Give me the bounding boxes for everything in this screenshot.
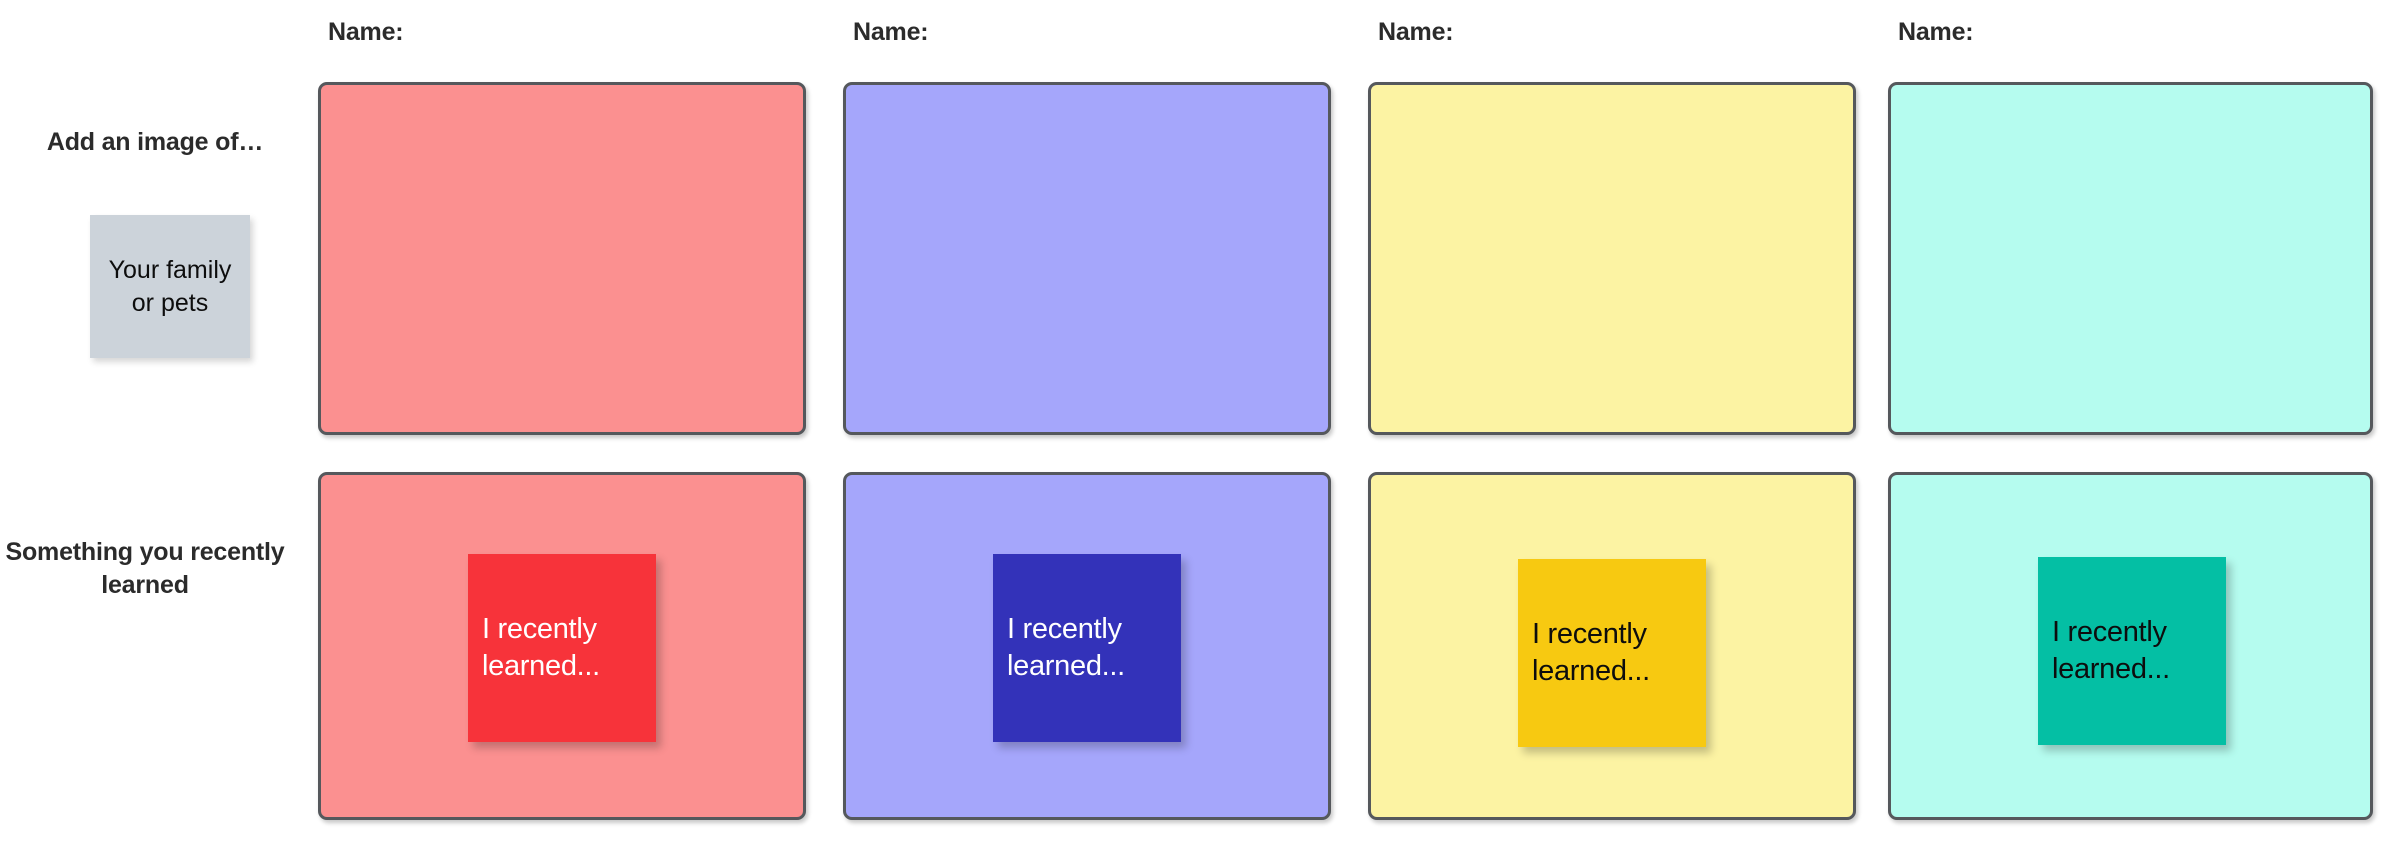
- note-panel-row2-col2[interactable]: I recently learned...: [843, 472, 1331, 820]
- column-header-name-4[interactable]: Name:: [1898, 18, 1974, 46]
- column-header-name-2[interactable]: Name:: [853, 18, 929, 46]
- column-header-name-1[interactable]: Name:: [328, 18, 404, 46]
- note-panel-row2-col3[interactable]: I recently learned...: [1368, 472, 1856, 820]
- image-panel-row1-col2[interactable]: [843, 82, 1331, 435]
- sticky-note-row2-col4[interactable]: I recently learned...: [2038, 557, 2226, 745]
- note-panel-row2-col4[interactable]: I recently learned...: [1888, 472, 2373, 820]
- sticky-note-row2-col3[interactable]: I recently learned...: [1518, 559, 1706, 747]
- row-label-something-you-recently-learned: Something you recently learned: [5, 538, 285, 599]
- image-panel-row1-col4[interactable]: [1888, 82, 2373, 435]
- image-panel-row1-col1[interactable]: [318, 82, 806, 435]
- image-panel-row1-col3[interactable]: [1368, 82, 1856, 435]
- sticky-note-row2-col1[interactable]: I recently learned...: [468, 554, 656, 742]
- column-header-name-3[interactable]: Name:: [1378, 18, 1454, 46]
- note-panel-row2-col1[interactable]: I recently learned...: [318, 472, 806, 820]
- row-label-add-an-image-of: Add an image of…: [46, 128, 264, 156]
- hint-sticky-note-your-family-or-pets[interactable]: Your family or pets: [90, 215, 250, 358]
- sticky-note-row2-col2[interactable]: I recently learned...: [993, 554, 1181, 742]
